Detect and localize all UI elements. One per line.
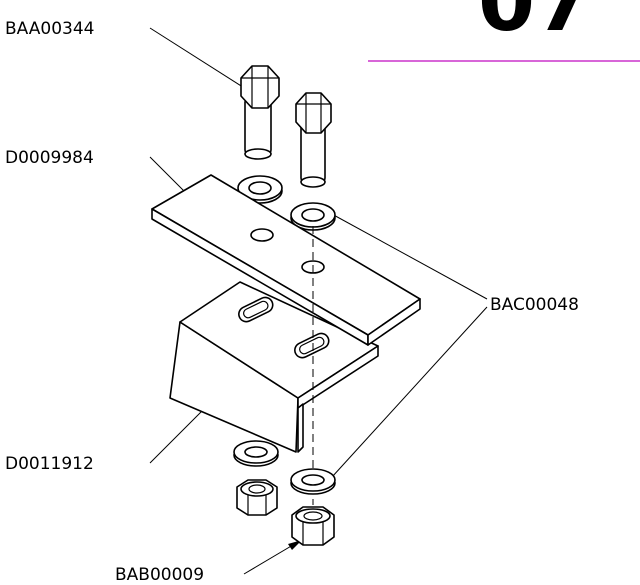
label-nut: BAB00009	[115, 565, 204, 585]
page-number: 07	[478, 0, 592, 50]
label-plate: D0009984	[5, 148, 94, 168]
nut-right	[291, 506, 335, 546]
label-washer: BAC00048	[490, 295, 579, 315]
leader-washer-top	[329, 212, 488, 300]
bolt-right	[295, 92, 332, 188]
nut-left	[236, 479, 278, 516]
leader-bolt	[149, 27, 258, 97]
bolt-left	[240, 65, 280, 160]
washer-bottom-left	[233, 440, 279, 467]
washer-bottom-right	[290, 468, 336, 495]
label-bracket: D0011912	[5, 454, 94, 474]
washer-top-right	[290, 202, 336, 231]
leader-washer-bottom	[331, 306, 488, 478]
leader-nut	[243, 541, 299, 575]
plate-part	[151, 174, 421, 346]
bracket-part	[169, 281, 379, 453]
label-bolt: BAA00344	[5, 19, 94, 39]
